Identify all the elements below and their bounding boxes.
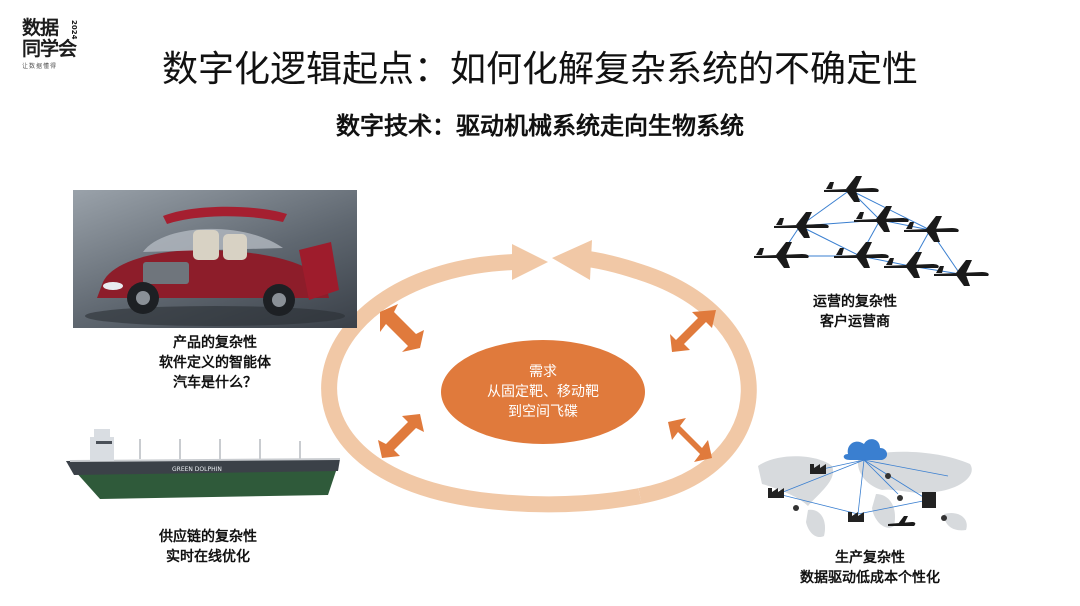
center-line-3: 到空间飞碟 <box>508 404 578 420</box>
ring-arrowhead-top <box>512 244 548 280</box>
airplane-network-illustration <box>754 176 989 286</box>
building-icon <box>922 492 936 508</box>
operations-line-1: 运营的复杂性 <box>813 294 897 310</box>
center-text: 需求 从固定靶、移动靶 到空间飞碟 <box>443 362 643 422</box>
double-arrow-bottom-left <box>378 414 424 458</box>
logo-line-2: 同学会 <box>22 38 77 60</box>
center-line-1: 需求 <box>529 364 557 380</box>
page-title: 数字化逻辑起点：如何化解复杂系统的不确定性 <box>161 49 918 90</box>
double-arrow-bottom-right <box>668 418 712 462</box>
double-arrow-top-left <box>380 304 424 352</box>
person-icon <box>885 473 891 479</box>
operations-complexity-label: 运营的复杂性 客户运营商 <box>770 292 940 332</box>
person-icon <box>897 495 903 501</box>
supply-chain-line-2: 实时在线优化 <box>166 549 250 565</box>
airplane-icon <box>774 212 829 238</box>
factory-icon <box>810 464 826 474</box>
production-line-2: 数据驱动低成本个性化 <box>800 570 940 586</box>
supply-chain-line-1: 供应链的复杂性 <box>159 529 257 545</box>
supply-chain-complexity-label: 供应链的复杂性 实时在线优化 <box>118 527 298 567</box>
logo-line-1: 数据 <box>22 17 59 39</box>
world-map-network-illustration <box>758 439 972 538</box>
center-ellipse <box>441 340 645 444</box>
ring-arc-left <box>321 254 642 513</box>
operations-line-2: 客户运营商 <box>820 314 890 330</box>
network-lines <box>777 459 949 515</box>
airplane-icon <box>824 176 879 202</box>
product-line-3: 汽车是什么？ <box>173 375 257 391</box>
ring-arc-right <box>579 250 757 504</box>
double-arrow-group <box>378 304 716 462</box>
person-icon <box>793 505 799 511</box>
ring-arrowhead-top-right <box>552 240 592 280</box>
logo-sub: 让数据懂得 <box>22 63 58 70</box>
page-subtitle: 数字技术：驱动机械系统走向生物系统 <box>336 112 744 140</box>
ship-name-text: GREEN DOLPHIN <box>172 466 222 473</box>
cargo-ship-illustration: GREEN DOLPHIN <box>66 429 341 499</box>
airplane-icon <box>884 252 939 278</box>
factory-icon-group <box>768 464 936 522</box>
logo: 数据 同学会 2024 让数据懂得 <box>22 18 92 72</box>
car-exploded-photo <box>73 190 357 328</box>
person-icon <box>941 515 947 521</box>
airplane-icon <box>888 516 916 526</box>
airplane-icon <box>904 216 959 242</box>
airplane-icon <box>834 242 889 268</box>
production-line-1: 生产复杂性 <box>835 550 905 566</box>
car-illustration <box>85 206 345 326</box>
airplane-icon <box>934 260 989 286</box>
cloud-icon <box>843 439 888 460</box>
product-line-2: 软件定义的智能体 <box>159 355 271 371</box>
product-line-1: 产品的复杂性 <box>173 335 257 351</box>
airplane-icon <box>854 206 909 232</box>
production-complexity-label: 生产复杂性 数据驱动低成本个性化 <box>765 548 975 588</box>
airplane-icon <box>754 242 809 268</box>
product-complexity-label: 产品的复杂性 软件定义的智能体 汽车是什么？ <box>110 333 320 393</box>
center-line-2: 从固定靶、移动靶 <box>487 384 599 400</box>
world-map-shapes <box>758 451 972 538</box>
factory-icon <box>768 488 784 498</box>
person-icon-group <box>793 473 947 521</box>
double-arrow-top-right <box>670 310 716 352</box>
factory-icon <box>848 512 864 522</box>
logo-year: 2024 <box>70 20 78 40</box>
